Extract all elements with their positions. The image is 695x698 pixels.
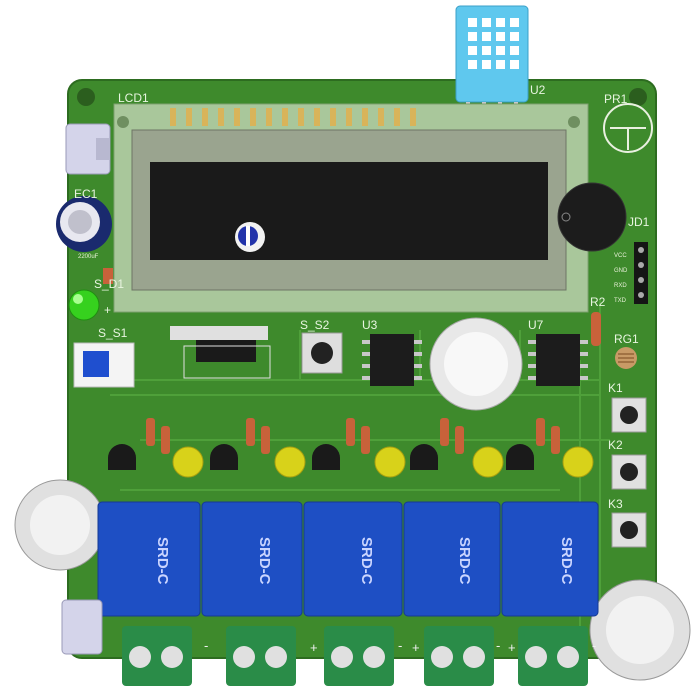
led-label: S_D1 xyxy=(94,277,124,291)
key-k1[interactable] xyxy=(611,397,647,433)
button-label: S_S2 xyxy=(300,318,330,332)
terminal-sign-6: + xyxy=(508,640,516,655)
cap-label: EC1 xyxy=(74,187,98,201)
ic-label-u7: U7 xyxy=(528,318,544,332)
header-pin-vcc: VCC xyxy=(614,253,627,259)
ic-u3 xyxy=(362,334,422,386)
usb-connector xyxy=(65,123,111,175)
regulator xyxy=(170,326,271,379)
led-resistor xyxy=(103,268,113,284)
mounting-hole xyxy=(629,88,647,106)
ldr-label: RG1 xyxy=(614,332,639,346)
large-capacitor-right xyxy=(589,579,691,681)
header-pin-rxd: RXD xyxy=(614,283,627,289)
power-switch[interactable] xyxy=(73,342,135,388)
bottom-connector xyxy=(61,599,103,655)
green-led xyxy=(68,289,100,321)
terminal-sign-1: - xyxy=(204,638,208,653)
relay-text-5: SRD-C xyxy=(558,537,575,585)
terminal-sign-4: + xyxy=(412,640,420,655)
photoresistor xyxy=(603,103,653,153)
led-plus: + xyxy=(104,303,111,317)
relay-4: SRD-C xyxy=(403,501,501,617)
terminal-sign-3: - xyxy=(398,638,402,653)
key-label-k2: K2 xyxy=(608,438,623,452)
lcd-label: LCD1 xyxy=(118,91,149,105)
ic-label-u3: U3 xyxy=(362,318,378,332)
terminal-sign-5: - xyxy=(496,638,500,653)
relay-1: SRD-C xyxy=(97,501,201,617)
key-label-k3: K3 xyxy=(608,497,623,511)
driver-row xyxy=(108,418,594,478)
resistor-r2 xyxy=(591,312,601,346)
large-capacitor-left xyxy=(14,479,106,571)
terminal-block-2 xyxy=(226,626,296,686)
cap-value: 2200uF xyxy=(78,254,99,260)
relay-text-4: SRD-C xyxy=(456,537,473,585)
large-capacitor-center xyxy=(429,317,523,411)
header-pin-txd: TXD xyxy=(614,298,627,304)
small-capacitor xyxy=(235,222,265,252)
terminal-sign-2: + xyxy=(310,640,318,655)
relay-text-1: SRD-C xyxy=(154,537,171,585)
mounting-hole xyxy=(77,88,95,106)
uart-header xyxy=(634,242,648,304)
terminal-block-5 xyxy=(518,626,588,686)
resistor-label: R2 xyxy=(590,295,606,309)
terminal-block-1 xyxy=(122,626,192,686)
ic-u7 xyxy=(528,334,588,386)
relay-5: SRD-C xyxy=(501,501,599,617)
relay-text-2: SRD-C xyxy=(256,537,273,585)
header-label: JD1 xyxy=(628,215,650,229)
terminal-sign-7: - xyxy=(592,638,596,653)
key-k2[interactable] xyxy=(611,454,647,490)
header-pin-gnd: GND xyxy=(614,268,628,274)
relay-3: SRD-C xyxy=(303,501,403,617)
sensor-label: U2 xyxy=(530,83,546,97)
terminal-block-3 xyxy=(324,626,394,686)
switch-label: S_S1 xyxy=(98,326,128,340)
photo-label: PR1 xyxy=(604,92,628,106)
key-k3[interactable] xyxy=(611,512,647,548)
buzzer xyxy=(557,182,627,252)
pcb-traces xyxy=(110,300,610,640)
button-s-s2[interactable] xyxy=(301,332,343,374)
lcd-module xyxy=(113,103,589,313)
electrolytic-capacitor xyxy=(56,196,112,252)
ldr-sensor xyxy=(615,347,637,369)
key-label-k1: K1 xyxy=(608,381,623,395)
relay-2: SRD-C xyxy=(201,501,303,617)
terminal-block-4 xyxy=(424,626,494,686)
relay-text-3: SRD-C xyxy=(358,537,375,585)
